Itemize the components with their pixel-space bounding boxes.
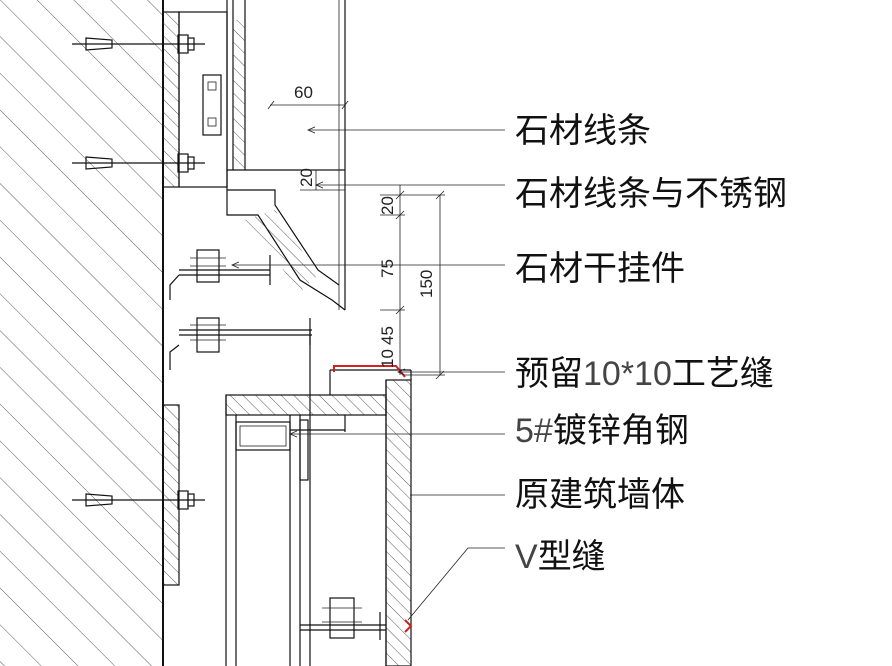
label-reserved-gap-suffix: 工艺缝 xyxy=(672,354,774,394)
label-angle-steel: 5#镀锌角钢 xyxy=(515,411,689,451)
label-v-groove-suffix: 型缝 xyxy=(538,537,606,577)
dimension-lines xyxy=(267,100,445,380)
dimension-texts: 60 20 20 75 150 45 10 xyxy=(294,83,436,368)
anchor-bolt-bottom xyxy=(72,490,205,510)
label-angle-steel-text: 镀锌角钢 xyxy=(553,411,689,451)
lower-frame xyxy=(225,330,412,666)
original-wall-hatch xyxy=(0,0,164,666)
label-original-wall: 原建筑墙体 xyxy=(515,475,685,515)
label-angle-steel-number: 5# xyxy=(515,412,553,450)
dim-60: 60 xyxy=(294,83,313,102)
label-reserved-gap-prefix: 预留 xyxy=(515,354,583,394)
dim-20-left: 20 xyxy=(297,168,316,187)
dim-45: 45 xyxy=(378,326,397,345)
dim-20-right: 20 xyxy=(378,196,397,215)
dim-75: 75 xyxy=(378,259,397,278)
anchor-bolt-mid xyxy=(72,153,205,173)
label-reserved-gap: 预留10*10工艺缝 xyxy=(515,354,774,394)
label-stone-line: 石材线条 xyxy=(515,111,651,151)
anchor-bolts xyxy=(72,34,205,510)
dim-10: 10 xyxy=(378,349,397,368)
leader-lines xyxy=(232,130,505,621)
label-v-groove: V型缝 xyxy=(515,537,606,577)
labels: 石材线条 石材线条与不锈钢 石材干挂件 预留10*10工艺缝 5#镀锌角钢 原建… xyxy=(515,111,787,577)
label-dry-hanger: 石材干挂件 xyxy=(515,249,685,289)
anchor-bolt-top xyxy=(72,34,205,54)
dim-150: 150 xyxy=(417,270,436,298)
label-v-groove-prefix: V xyxy=(515,538,538,576)
upper-frame xyxy=(178,0,346,310)
embed-plates xyxy=(162,11,180,586)
label-stone-line-steel: 石材线条与不锈钢 xyxy=(515,174,787,214)
label-reserved-gap-value: 10*10 xyxy=(583,355,672,393)
stone-line-profile xyxy=(226,189,346,311)
